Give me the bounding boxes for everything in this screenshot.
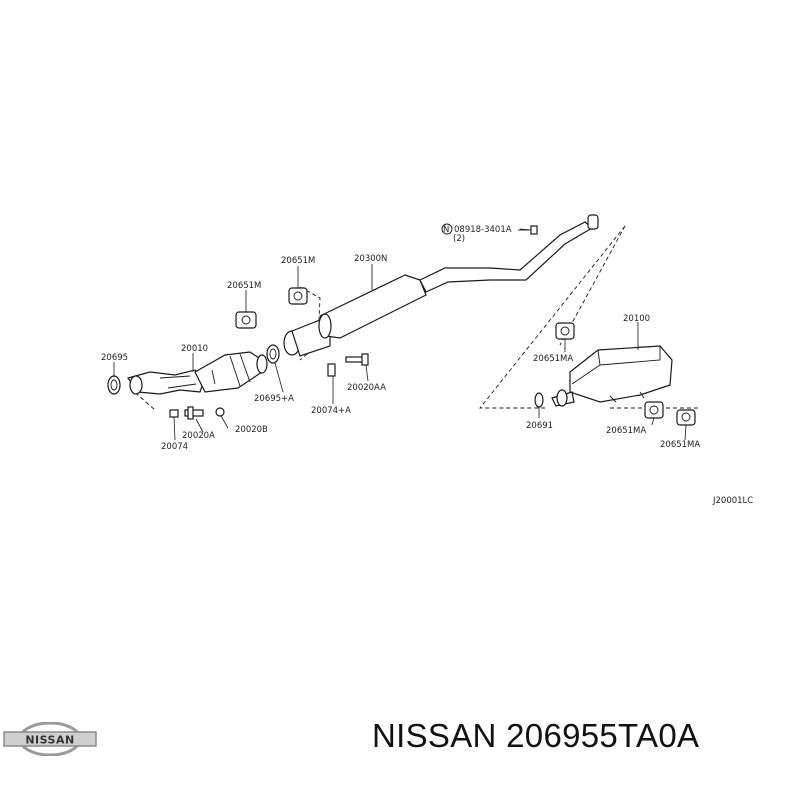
rubber-mount-20651ma-left: [555, 322, 575, 340]
ring-20691: [534, 392, 544, 408]
label-20074a: 20074+A: [311, 406, 351, 416]
bolts-front: [169, 406, 225, 420]
label-20651m-upper: 20651M: [281, 256, 315, 266]
studs-center: [327, 353, 369, 377]
label-20100: 20100: [623, 314, 650, 324]
svg-text:NISSAN: NISSAN: [25, 734, 74, 747]
gasket-20695: [107, 375, 121, 395]
label-20691: 20691: [526, 421, 553, 431]
label-20020a: 20020A: [182, 431, 215, 441]
label-20651ma-left: 20651MA: [533, 354, 573, 364]
label-08918-3401a: 08918-3401A: [454, 225, 512, 235]
gasket-20695a: [266, 344, 280, 364]
label-20020b: 20020B: [235, 425, 268, 435]
front-pipe: [127, 351, 268, 395]
leader-lines: [113, 228, 687, 441]
rubber-mount-20651ma-mid: [644, 401, 664, 419]
label-20651ma-mid: 20651MA: [606, 426, 646, 436]
label-n-prefix: N: [443, 225, 449, 235]
n-symbol-circle: [441, 223, 453, 235]
label-20074: 20074: [161, 442, 188, 452]
rubber-mount-20651ma-right: [676, 409, 696, 426]
reference-code: J20001LC: [712, 496, 753, 506]
nissan-logo: NISSAN: [3, 722, 97, 756]
label-08918-qty: (2): [453, 234, 465, 244]
label-20651m-lower: 20651M: [227, 281, 261, 291]
label-20695a: 20695+A: [254, 394, 294, 404]
label-20651ma-right: 20651MA: [660, 440, 700, 450]
label-20300n: 20300N: [354, 254, 387, 264]
label-20695: 20695: [101, 353, 128, 363]
label-20020aa: 20020AA: [347, 383, 386, 393]
rubber-mount-20651m-lower: [235, 311, 257, 329]
rubber-mount-20651m-upper: [288, 287, 308, 305]
part-number-caption: NISSAN 206955TA0A: [372, 717, 700, 754]
label-20010: 20010: [181, 344, 208, 354]
main-muffler: [551, 345, 673, 407]
center-pipe: [283, 214, 599, 357]
